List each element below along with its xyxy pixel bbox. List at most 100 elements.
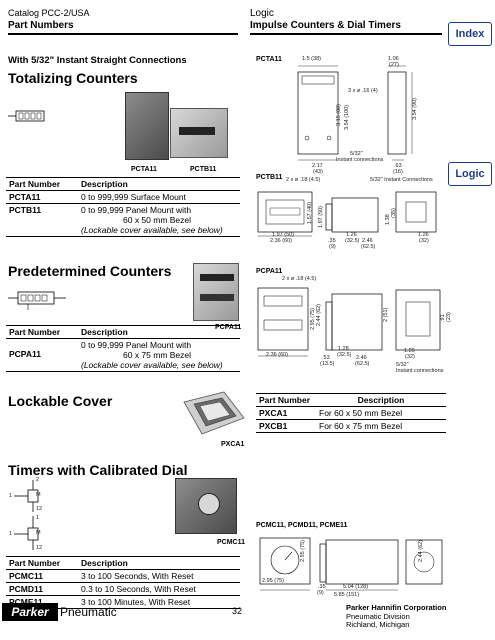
part-description-line: 60 x 50 mm Bezel (123, 215, 192, 225)
col-header-part: Part Number (6, 325, 78, 339)
symbol-label: M (36, 492, 41, 498)
col-header-part: Part Number (6, 556, 78, 570)
symbol-label: 1 (9, 531, 13, 537)
dim-label: 2 (51) (383, 307, 389, 322)
part-description-line: 0 to 99,999 Panel Mount with (81, 205, 192, 215)
dim-label: .35 (328, 238, 336, 244)
section-title: Part Numbers (8, 20, 74, 31)
timer-dimension-drawing (259, 537, 443, 591)
part-description-line: 60 x 75 mm Bezel (123, 350, 192, 360)
predetermined-table: Part Number Description PCPA11 0 to 99,9… (6, 325, 240, 372)
part-description: 0 to 999,999 Surface Mount (78, 190, 240, 204)
photo-caption-pcmc11: PCMC11 (217, 539, 246, 546)
dim-label: 2.46 (356, 355, 367, 361)
totalizing-title: Totalizing Counters (8, 70, 138, 86)
dim-label: 5/32" (396, 362, 409, 368)
dim-label: (32.5) (337, 352, 352, 358)
index-tab[interactable]: Index (448, 22, 492, 46)
part-number: PXCA1 (256, 406, 316, 420)
pcpa11-dimension-drawing (257, 287, 441, 357)
counter-symbol-icon (8, 110, 45, 122)
dim-label: 1.28 (338, 346, 349, 352)
symbol-label: 12 (36, 506, 43, 512)
table-row: PCPA11 0 to 99,999 Panel Mount with 60 x… (6, 338, 240, 372)
dim-label: (23) (446, 312, 452, 322)
part-description-line: 0 to 99,999 Panel Mount with (81, 340, 192, 350)
col-header-description: Description (316, 393, 446, 407)
dim-label: 2.36 (60) (270, 238, 293, 244)
category-subtitle: Impulse Counters & Dial Timers (250, 20, 401, 31)
dim-label: 5/32" (350, 151, 363, 157)
table-row: PCMC11 3 to 100 Seconds, With Reset (6, 569, 240, 583)
header-rule-right (250, 33, 442, 35)
pcmc11-photo (175, 478, 237, 534)
totalizing-table: Part Number Description PCTA11 0 to 999,… (6, 177, 240, 237)
pcta11-photo (125, 92, 169, 160)
photo-caption-pxca1: PXCA1 (221, 441, 245, 448)
part-description-note: (Lockable cover available, see below) (81, 225, 223, 235)
lockable-title: Lockable Cover (8, 393, 113, 409)
timers-title: Timers with Calibrated Dial (8, 462, 188, 478)
pctb11-dimension-drawing (257, 191, 437, 237)
company-name: Parker Hannifin Corporation (346, 603, 447, 612)
part-description: For 60 x 75 mm Bezel (316, 419, 446, 433)
pcta11-dimension-drawing (297, 65, 413, 161)
dim-label: Instant connections (396, 368, 444, 374)
dim-label: 5.04 (128) (343, 584, 369, 590)
symbol-label: 12 (36, 545, 43, 551)
part-description: 0.3 to 10 Seconds, With Reset (78, 582, 240, 596)
dim-label: 1.57 (40) (307, 201, 313, 224)
dim-label: 3 x ø .16 (4) (348, 88, 378, 94)
division-wordmark: Pneumatic (60, 605, 117, 619)
dim-label: (9) (317, 590, 324, 596)
timers-table: Part Number Description PCMC11 3 to 100 … (6, 556, 240, 609)
dim-label: (13.5) (320, 361, 335, 367)
part-description: 3 to 100 Seconds, With Reset (78, 569, 240, 583)
dim-label: 2.46 (362, 238, 373, 244)
timer-symbol-icon (14, 480, 39, 512)
dim-label: 3.54 (90) (412, 97, 418, 120)
drawing-label-timers: PCMC11, PCMD11, PCME11 (256, 522, 348, 529)
table-row: PCME11 3 to 100 Minutes, With Reset (6, 595, 240, 609)
dim-label: (35) (391, 208, 397, 218)
part-number: PCTA11 (6, 190, 78, 204)
dim-label: 1.26 (346, 232, 357, 238)
company-info: Parker Hannifin Corporation Pneumatic Di… (346, 603, 447, 630)
part-description-note: (Lockable cover available, see below) (81, 360, 223, 370)
pctb11-photo (170, 108, 228, 158)
photo-caption-pcta11: PCTA11 (131, 166, 157, 173)
dim-label: (16) (393, 169, 403, 175)
dim-label: (27) (389, 62, 399, 68)
dim-label: 3.54 (100) (344, 104, 350, 130)
catalog-number: Catalog PCC-2/USA (8, 8, 90, 18)
table-row: PXCA1 For 60 x 50 mm Bezel (256, 406, 446, 420)
dim-label: .35 (318, 584, 326, 590)
header-rule-left (8, 33, 238, 35)
dim-label: (62.5) (361, 244, 376, 250)
dim-label: (9) (329, 244, 336, 250)
symbol-label: M (36, 530, 41, 536)
part-number: PCMD11 (6, 582, 78, 596)
dim-label: (62.5) (355, 361, 370, 367)
dim-label: 1.26 (418, 232, 429, 238)
dim-label: (32.5) (345, 238, 360, 244)
logic-tab[interactable]: Logic (448, 162, 492, 186)
part-number: PCMC11 (6, 569, 78, 583)
totalizing-intro: With 5/32" Instant Straight Connections (8, 55, 187, 66)
part-number: PXCB1 (256, 419, 316, 433)
timer-symbol-icon (14, 516, 39, 550)
table-row: PCMD11 0.3 to 10 Seconds, With Reset (6, 582, 240, 596)
dim-label: .53 (322, 355, 330, 361)
symbol-label: 1 (36, 515, 40, 521)
part-description: 3 to 100 Minutes, With Reset (78, 595, 240, 609)
dim-label: 1.5 (38) (302, 56, 321, 62)
dim-label: 2.36 (60) (266, 352, 289, 358)
dim-label: (32) (405, 354, 415, 360)
dim-label: 5/32" Instant Connections (370, 177, 433, 183)
dim-label: 2.44 (62) (316, 303, 322, 326)
parker-logo: Parker (2, 603, 58, 621)
table-row: PCTA11 0 to 999,999 Surface Mount (6, 190, 240, 204)
drawing-label-pcpa11: PCPA11 (256, 268, 283, 275)
part-number: PCTB11 (6, 203, 78, 237)
part-description: For 60 x 50 mm Bezel (316, 406, 446, 420)
